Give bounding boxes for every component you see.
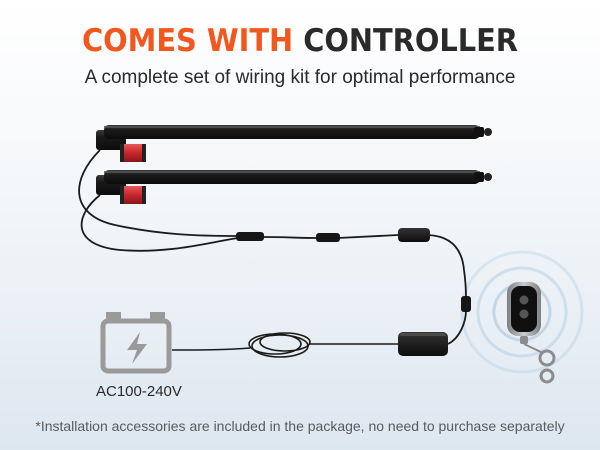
control-box <box>398 228 430 242</box>
battery-lightning-icon <box>100 312 172 374</box>
power-cable <box>171 332 398 358</box>
cable-connector-3 <box>461 296 471 312</box>
remote-control-icon <box>507 282 556 384</box>
footnote: *Installation accessories are included i… <box>35 418 565 434</box>
power-supply-label: AC100-240V <box>96 383 182 400</box>
headline-dark: CONTROLLER <box>303 23 519 59</box>
cable-connector-1 <box>236 232 264 241</box>
power-adapter <box>398 332 448 356</box>
subtitle: A complete set of wiring kit for optimal… <box>84 67 516 88</box>
linear-actuator-bottom <box>96 170 492 204</box>
cable-connector-2 <box>316 233 340 242</box>
actuator-cables <box>78 149 467 345</box>
headline-accent: COMES WITH <box>81 23 294 59</box>
linear-actuator-top <box>96 125 492 162</box>
headline: COMES WITH CONTROLLER <box>21 26 579 57</box>
